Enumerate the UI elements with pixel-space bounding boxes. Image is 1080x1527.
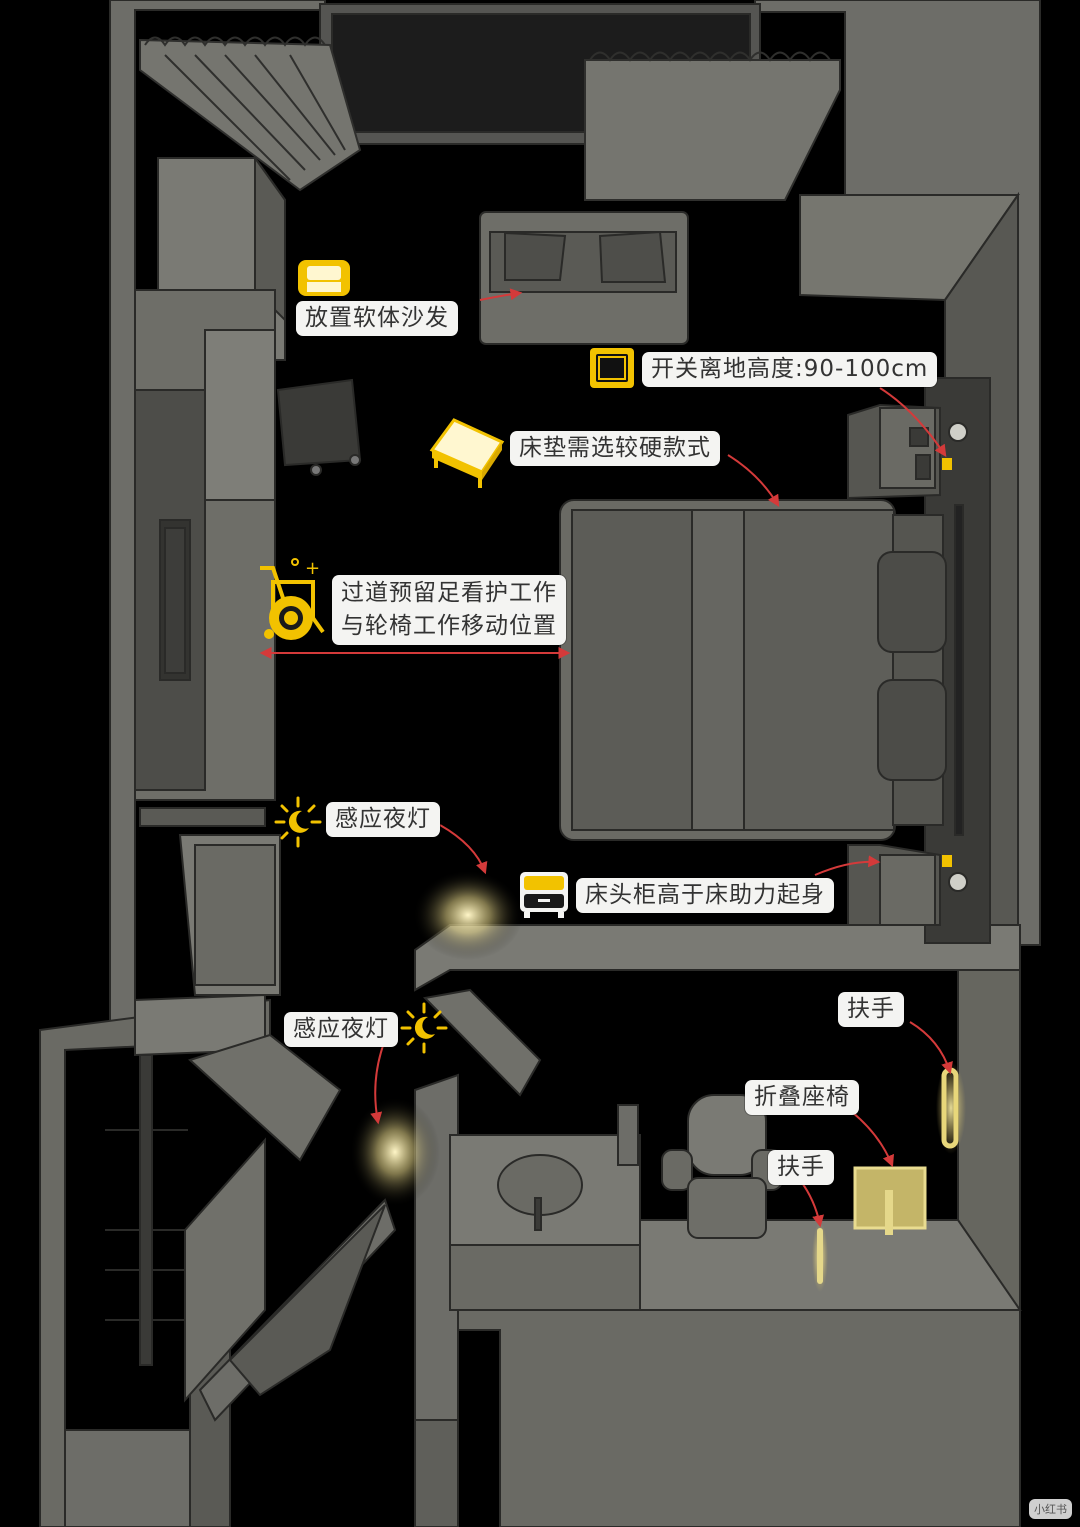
curtain-right <box>584 51 841 201</box>
sofa <box>479 211 689 345</box>
bed <box>559 377 991 944</box>
label-aisle-line1: 过道预留足看护工作 <box>341 580 557 606</box>
night-light-glow-2 <box>350 1097 440 1207</box>
armchair-icon <box>298 260 350 296</box>
label-night-light-1: 感应夜灯 <box>326 802 440 837</box>
wheelchair-icon: + <box>260 558 325 640</box>
moon-sun-icon <box>400 1002 448 1054</box>
moon-sun-icon <box>274 796 322 848</box>
label-handrail-1: 扶手 <box>838 992 904 1027</box>
left-cabinets <box>134 154 362 996</box>
label-handrail-2: 扶手 <box>768 1150 834 1185</box>
label-aisle-line2: 与轮椅工作移动位置 <box>341 613 557 639</box>
curtain-left <box>139 36 362 192</box>
annotation-arrows <box>259 288 953 1228</box>
nightstand-icon <box>520 872 568 918</box>
light-switch-icon <box>590 348 634 388</box>
label-night-light-2: 感应夜灯 <box>284 1012 398 1047</box>
label-mattress: 床垫需选较硬款式 <box>510 431 720 466</box>
bathroom <box>422 988 966 1311</box>
label-sofa: 放置软体沙发 <box>296 301 458 336</box>
night-light-glow-1 <box>413 870 523 960</box>
nightstands <box>847 403 968 926</box>
label-folding-seat: 折叠座椅 <box>745 1080 859 1115</box>
bed-icon <box>429 418 505 488</box>
svg-text:+: + <box>305 558 320 579</box>
label-nightstand: 床头柜高于床助力起身 <box>576 878 834 913</box>
entry-shelves <box>105 993 397 1422</box>
label-aisle: 过道预留足看护工作 与轮椅工作移动位置 <box>332 575 566 645</box>
watermark: 小红书 <box>1029 1499 1072 1519</box>
label-switch-height: 开关离地高度:90-100cm <box>642 352 938 387</box>
